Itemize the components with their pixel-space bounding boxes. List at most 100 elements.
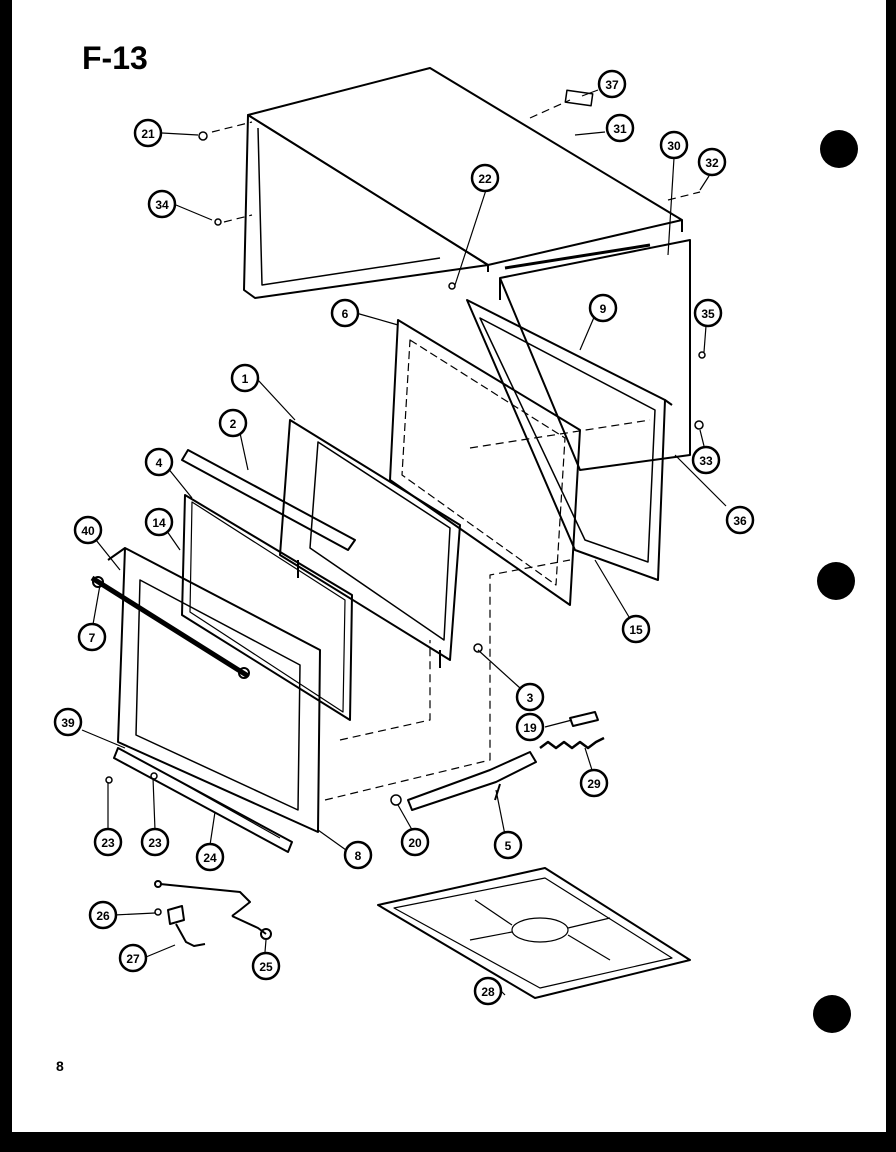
callout-circle [147,189,177,219]
callout-circle [230,363,260,393]
callout-number: 23 [101,836,115,850]
dashed-guide-lines [211,99,701,801]
callout-number: 29 [587,777,601,791]
callout-number: 19 [523,721,537,735]
callout-circle [140,827,170,857]
callout-circle [144,507,174,537]
trim-strip-part [181,449,356,551]
callout-number: 8 [355,849,362,863]
page-title: F-13 [82,40,148,76]
callout-1: 1 [230,363,260,393]
callout-number: 35 [701,307,715,321]
callout-circle [118,943,148,973]
callout-number: 5 [505,839,512,853]
callout-14: 14 [144,507,174,537]
glass-pack-frame-part [279,419,461,668]
callout-number: 6 [342,307,349,321]
leader-lines [81,89,727,996]
callout-number: 3 [527,691,534,705]
callout-circle [251,951,281,981]
callout-21: 21 [133,118,163,148]
callout-circle [693,298,723,328]
callout-6: 6 [330,298,360,328]
drip-tray-part [377,867,691,999]
callout-26: 26 [88,900,118,930]
callout-7: 7 [77,622,107,652]
callout-34: 34 [147,189,177,219]
outer-door-part [107,547,321,833]
spring-part [539,736,605,750]
lever-arm-part [407,751,537,811]
callout-number: 31 [613,122,627,136]
callout-circle [597,69,627,99]
callout-number: 28 [481,985,495,999]
callout-circle [621,614,651,644]
rear-door-frame-part [466,299,673,581]
callout-circle [144,447,174,477]
callout-number: 2 [230,417,237,431]
callout-circle [400,827,430,857]
callout-28: 28 [473,976,503,1006]
binder-hole-top [820,130,858,168]
callout-circle [218,408,248,438]
callout-number: 33 [699,454,713,468]
callout-circle [343,840,373,870]
pin-part [569,711,599,727]
switch-wire-assembly [154,880,272,947]
callout-number: 25 [259,960,273,974]
callout-number: 26 [96,909,110,923]
callout-22: 22 [470,163,500,193]
callout-23: 23 [93,827,123,857]
callout-number: 20 [408,836,422,850]
callout-number: 21 [141,127,155,141]
callout-number: 4 [156,456,163,470]
callout-15: 15 [621,614,651,644]
callout-circle [691,445,721,475]
callout-number: 15 [629,623,643,637]
callout-circle [133,118,163,148]
callout-37: 37 [597,69,627,99]
callout-circle [515,682,545,712]
callout-39: 39 [53,707,83,737]
callout-circle [88,900,118,930]
callout-31: 31 [605,113,635,143]
callout-number: 9 [600,302,607,316]
callout-5: 5 [493,830,523,860]
callout-number: 22 [478,172,492,186]
callout-8: 8 [343,840,373,870]
callout-number: 40 [81,524,95,538]
callout-circle [330,298,360,328]
callout-number: 1 [242,372,249,386]
callout-circle [515,712,545,742]
callout-circle [493,830,523,860]
callout-circle [659,130,689,160]
callout-circle [53,707,83,737]
callout-number: 27 [126,952,140,966]
callout-number: 39 [61,716,75,730]
callout-number: 30 [667,139,681,153]
callout-4: 4 [144,447,174,477]
callout-circle [73,515,103,545]
callout-32: 32 [697,147,727,177]
callout-24: 24 [195,842,225,872]
callout-29: 29 [579,768,609,798]
inner-door-panel-part [389,319,581,606]
callout-circle [93,827,123,857]
binder-hole-bottom [813,995,851,1033]
callout-number: 37 [605,78,619,92]
callout-27: 27 [118,943,148,973]
callout-circle [725,505,755,535]
callout-35: 35 [693,298,723,328]
callout-circle [473,976,503,1006]
callout-number: 7 [89,631,96,645]
hinge-bar-part [113,747,293,853]
callout-33: 33 [691,445,721,475]
callout-3: 3 [515,682,545,712]
callout-circle [697,147,727,177]
callout-9: 9 [588,293,618,323]
callout-number: 14 [152,516,166,530]
callout-circle [588,293,618,323]
